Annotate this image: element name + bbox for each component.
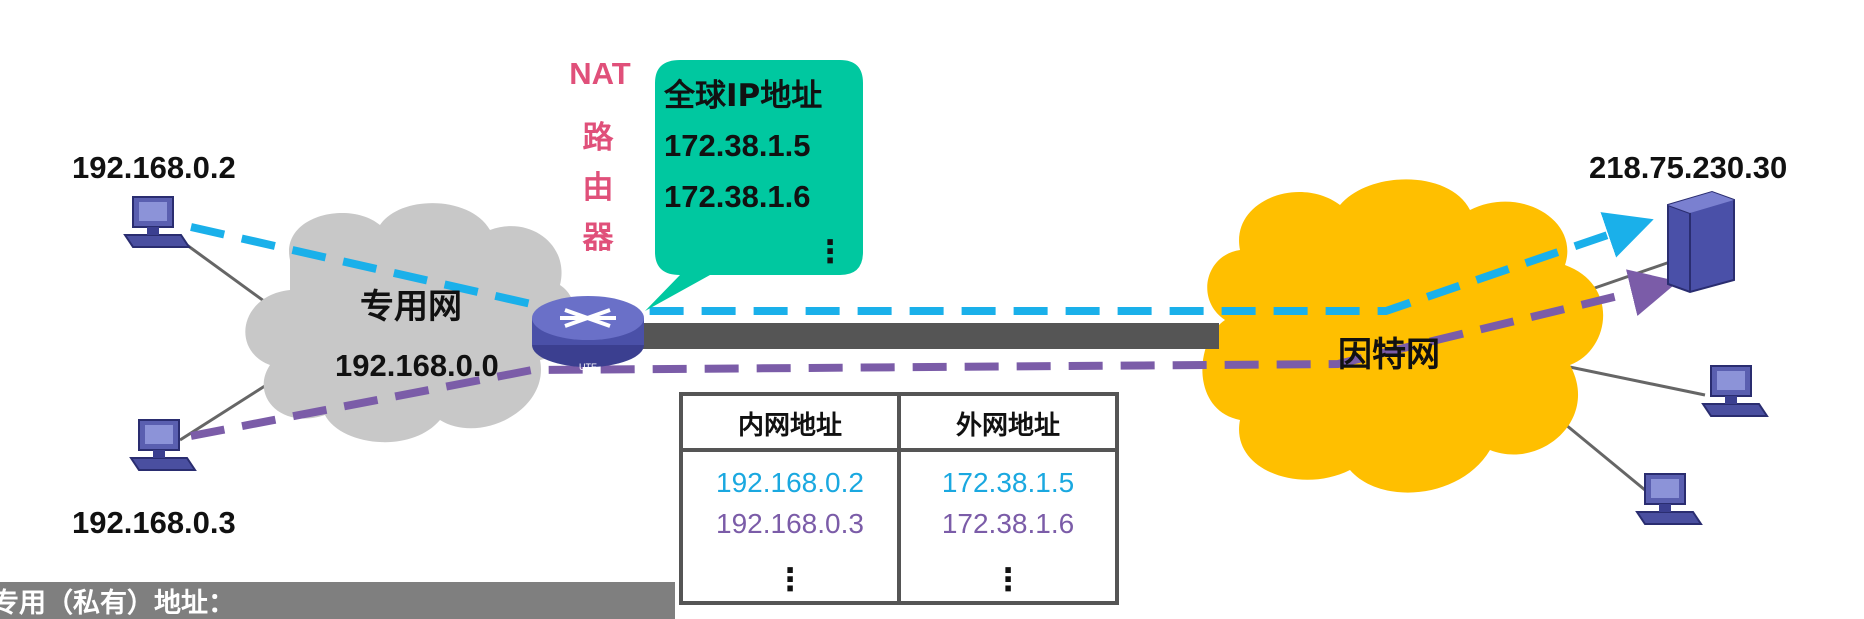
pc-icon-internet-1[interactable] [1702, 365, 1768, 417]
table-ellipsis-inner: ⋮ [775, 562, 806, 597]
server-ip: 218.75.230.30 [1589, 150, 1787, 185]
nat-translation-table: 内网地址 外网地址 192.168.0.2 172.38.1.5 192.168… [679, 392, 1119, 605]
pc-icon-private-1[interactable] [124, 196, 190, 248]
wan-link [639, 323, 1219, 349]
callout-ellipsis: ⋮ [815, 234, 846, 269]
router-char-3: 器 [582, 220, 615, 256]
router-char-1: 路 [583, 120, 615, 156]
table-header-outer: 外网地址 [956, 411, 1060, 441]
router-badge: UTE [579, 362, 597, 372]
caption-bar [0, 582, 675, 619]
table-header-inner: 内网地址 [738, 411, 842, 441]
global-ip-callout [645, 60, 863, 311]
server-icon[interactable] [1667, 190, 1735, 294]
pc-private-2-ip: 192.168.0.3 [72, 505, 236, 540]
pc-icon-private-2[interactable] [130, 419, 196, 471]
router-char-2: 由 [583, 170, 614, 206]
path-blue [190, 212, 1654, 315]
table-row-2-outer: 172.38.1.6 [942, 508, 1074, 539]
internet-name: 因特网 [1338, 335, 1440, 375]
callout-title: 全球IP地址 [663, 78, 822, 114]
nat-router-icon[interactable]: UTE [532, 296, 644, 372]
private-network-address: 192.168.0.0 [335, 348, 499, 383]
pc-icon-internet-2[interactable] [1636, 473, 1702, 525]
nat-label: NAT [569, 56, 630, 91]
table-row-1-inner: 192.168.0.2 [716, 467, 864, 498]
table-ellipsis-outer: ⋮ [993, 562, 1024, 597]
caption-text: 专用（私有）地址： [0, 588, 235, 619]
private-network-name: 专用网 [360, 287, 462, 327]
pc-private-1-ip: 192.168.0.2 [72, 150, 236, 185]
private-network-cloud [245, 203, 575, 443]
callout-address-2: 172.38.1.6 [664, 179, 811, 214]
callout-address-1: 172.38.1.5 [664, 128, 811, 163]
table-row-1-outer: 172.38.1.5 [942, 467, 1074, 498]
path-purple [190, 269, 1679, 440]
internet-cloud [1202, 179, 1604, 493]
table-row-2-inner: 192.168.0.3 [716, 508, 864, 539]
